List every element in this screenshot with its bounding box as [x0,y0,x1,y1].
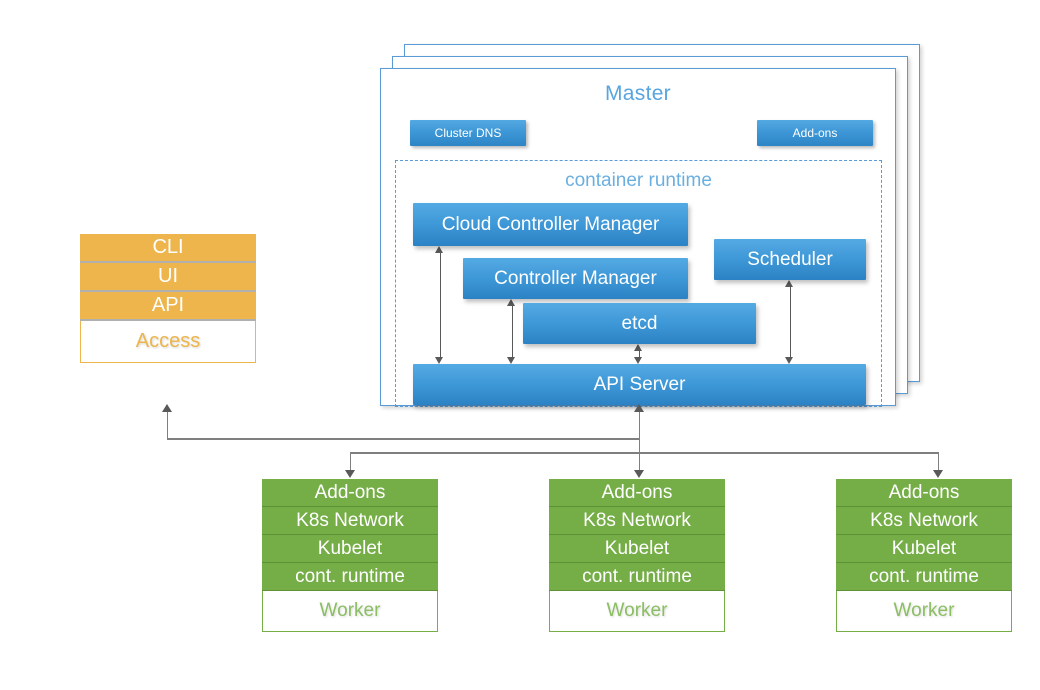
access-label: Access [80,321,256,363]
access-row-ui[interactable]: UI [80,263,256,292]
arrow-head-worker-1 [345,470,355,478]
arrow-head-worker-3 [933,470,943,478]
controller-manager-box[interactable]: Controller Manager [463,258,688,299]
container-runtime-title: container runtime [565,170,712,191]
worker-node-3: Add-ons K8s Network Kubelet cont. runtim… [836,479,1012,632]
worker-2-layer-kubelet[interactable]: Kubelet [549,535,725,563]
arrow-head-ccm-down [435,357,443,364]
cloud-controller-manager-box[interactable]: Cloud Controller Manager [413,203,688,246]
worker-2-layer-cont-runtime[interactable]: cont. runtime [549,563,725,591]
arrow-head-ctrlmgr-down [507,357,515,364]
arrow-line-scheduler-apiserver [789,286,792,358]
arrow-head-etcd-up [634,344,642,351]
arrow-line-ctrlmgr-apiserver [511,305,514,358]
worker-3-layer-cont-runtime[interactable]: cont. runtime [836,563,1012,591]
arrow-head-scheduler-up [785,280,793,287]
worker-node-2: Add-ons K8s Network Kubelet cont. runtim… [549,479,725,632]
connector-worker-1-drop [349,452,352,472]
worker-3-layer-add-ons[interactable]: Add-ons [836,479,1012,507]
worker-3-layer-kubelet[interactable]: Kubelet [836,535,1012,563]
connector-worker-3-drop [937,452,940,472]
worker-node-1: Add-ons K8s Network Kubelet cont. runtim… [262,479,438,632]
arrow-head-ctrlmgr-up [507,299,515,306]
worker-1-layer-kubelet[interactable]: Kubelet [262,535,438,563]
arrow-head-ccm-up [435,246,443,253]
api-server-box[interactable]: API Server [413,364,866,405]
master-title: Master [605,82,671,105]
arrow-head-etcd-down [634,357,642,364]
scheduler-box[interactable]: Scheduler [714,239,866,280]
worker-3-layer-k8s-network[interactable]: K8s Network [836,507,1012,535]
connector-apiserver-down-stub [638,406,641,439]
etcd-box[interactable]: etcd [523,303,756,344]
connector-worker-2-drop [638,438,641,472]
arrow-line-ccm-apiserver [439,252,442,358]
connector-to-access-horizontal [167,438,640,440]
access-row-cli[interactable]: CLI [80,234,256,263]
access-stack: CLI UI API Access [80,234,256,363]
arrow-head-scheduler-down [785,357,793,364]
arrow-head-access [162,404,172,412]
connector-worker-bus [350,452,939,454]
worker-1-layer-add-ons[interactable]: Add-ons [262,479,438,507]
worker-1-layer-k8s-network[interactable]: K8s Network [262,507,438,535]
worker-2-layer-k8s-network[interactable]: K8s Network [549,507,725,535]
access-row-api[interactable]: API [80,292,256,321]
master-addons-box[interactable]: Add-ons [757,120,873,146]
arrow-line-etcd-apiserver [638,350,641,358]
worker-1-layer-cont-runtime[interactable]: cont. runtime [262,563,438,591]
worker-3-label: Worker [836,591,1012,632]
worker-2-layer-add-ons[interactable]: Add-ons [549,479,725,507]
cluster-dns-box[interactable]: Cluster DNS [410,120,526,146]
arrow-head-worker-2 [634,470,644,478]
connector-to-access-vertical [166,412,169,439]
worker-2-label: Worker [549,591,725,632]
arrow-head-apiserver-from-worker-2 [634,404,644,412]
worker-1-label: Worker [262,591,438,632]
